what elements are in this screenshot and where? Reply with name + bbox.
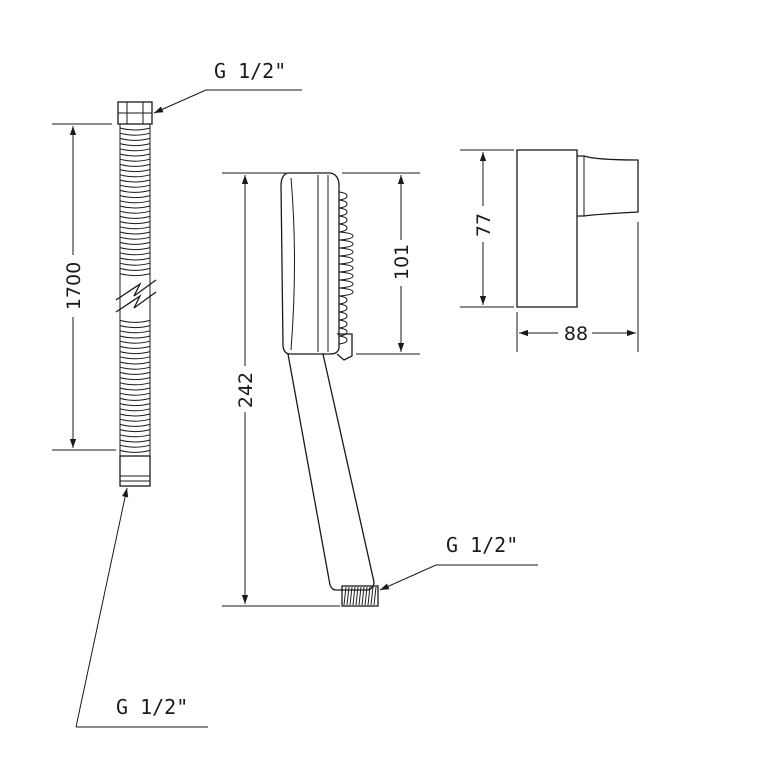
hose-break-mark <box>115 279 157 301</box>
hose-coils <box>119 124 151 456</box>
wall-holder-base <box>516 149 578 308</box>
wall-holder-depth-value: 88 <box>564 323 588 345</box>
hand-shower <box>280 172 379 607</box>
hand-shower-nozzles <box>338 191 354 345</box>
hand-shower-outlet-thread <box>341 585 379 607</box>
hose-length-value: 1700 <box>63 262 85 310</box>
hand-shower-head-value: 101 <box>391 244 413 280</box>
hand-shower-length-dimension: 242 <box>222 172 340 607</box>
wall-holder-arm <box>577 155 639 217</box>
hand-shower-length-value: 242 <box>235 372 257 408</box>
hose-bottom-ferrule <box>119 455 151 487</box>
wall-holder <box>516 149 639 308</box>
hose-bottom-thread-label: G 1/2" <box>116 695 188 719</box>
hand-shower-thread-label: G 1/2" <box>446 533 518 557</box>
hose-top-thread-label: G 1/2" <box>214 59 286 83</box>
hose-top-thread-callout: G 1/2" <box>153 59 302 114</box>
hand-shower-head-dimension: 101 <box>342 172 420 355</box>
shower-hose <box>115 101 157 487</box>
hand-shower-head <box>280 172 340 355</box>
hand-shower-thread-callout: G 1/2" <box>379 533 538 591</box>
hand-shower-lever <box>336 333 353 361</box>
wall-holder-height-value: 77 <box>473 213 495 237</box>
hose-bottom-thread-callout: G 1/2" <box>75 487 208 728</box>
hand-shower-handle <box>287 353 375 591</box>
wall-holder-depth-dimension: 88 <box>516 222 639 352</box>
hose-length-dimension: 1700 <box>52 123 116 451</box>
wall-holder-height-dimension: 77 <box>460 149 514 308</box>
